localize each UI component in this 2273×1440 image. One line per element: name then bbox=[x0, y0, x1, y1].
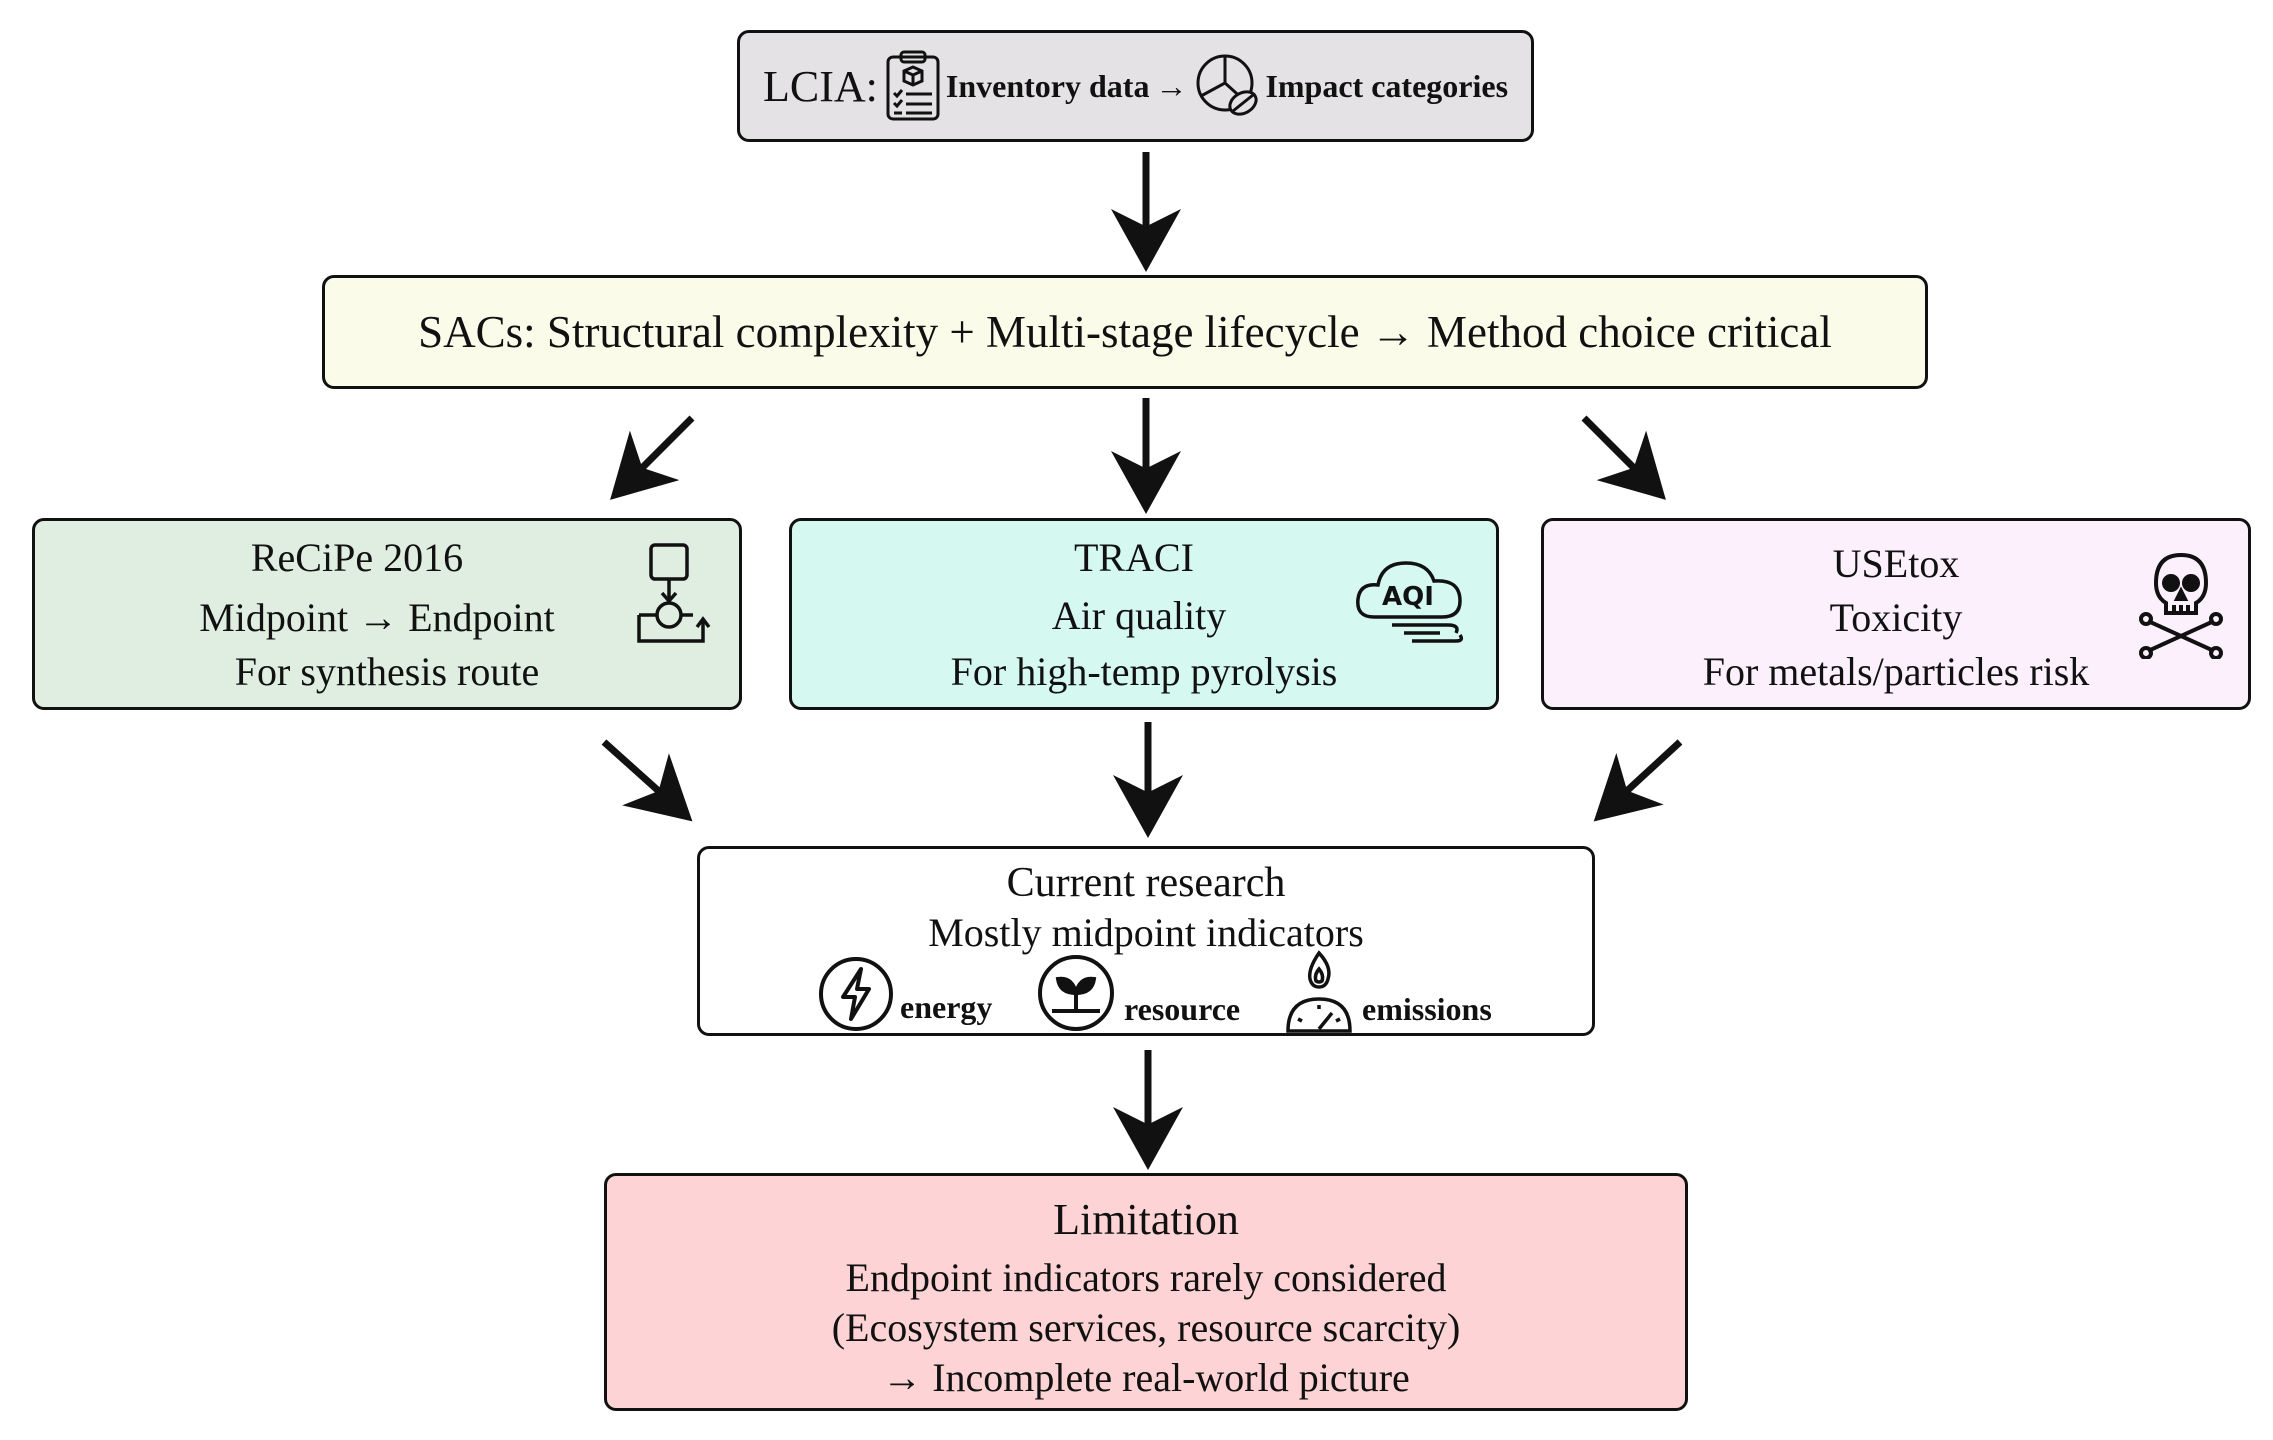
current-title: Current research bbox=[1006, 860, 1286, 906]
current-research-box: Current research Mostly midpoint indicat… bbox=[697, 846, 1595, 1036]
traci-line2: Air quality bbox=[1051, 593, 1227, 638]
inventory-label: Inventory data bbox=[945, 67, 1150, 104]
lightning-icon bbox=[817, 955, 895, 1038]
limitation-line2: (Ecosystem services, resource scarcity) bbox=[831, 1305, 1461, 1350]
energy-label: energy bbox=[900, 989, 993, 1025]
traci-box: TRACI Air quality For high-temp pyrolysi… bbox=[789, 518, 1499, 710]
limitation-line3: → Incomplete real-world picture bbox=[882, 1355, 1410, 1400]
arrow-recipe-to-current bbox=[601, 739, 693, 822]
recipe-box: ReCiPe 2016 Midpoint → Endpoint For synt… bbox=[32, 518, 742, 710]
limitation-box: Limitation Endpoint indicators rarely co… bbox=[604, 1173, 1688, 1411]
sprout-icon bbox=[1036, 953, 1116, 1038]
emissions-label: emissions bbox=[1362, 991, 1492, 1027]
arrow-sacs-to-recipe bbox=[610, 415, 695, 500]
flame-gauge-icon bbox=[1284, 949, 1354, 1040]
usetox-title: USEtox bbox=[1832, 541, 1960, 586]
traci-title: TRACI bbox=[1074, 535, 1194, 580]
pie-leaf-icon bbox=[1193, 51, 1263, 121]
aqi-cloud-icon: AQI bbox=[1352, 551, 1472, 656]
usetox-line2: Toxicity bbox=[1829, 595, 1963, 640]
usetox-line3: For metals/particles risk bbox=[1702, 649, 2090, 694]
skull-crossbones-icon bbox=[2136, 549, 2226, 664]
arrow-sacs-to-usetox bbox=[1581, 415, 1666, 500]
recipe-line2: Midpoint → Endpoint bbox=[199, 595, 555, 640]
lcia-arrow: → bbox=[1155, 67, 1188, 104]
clipboard-box-icon bbox=[884, 49, 942, 123]
recipe-line3: For synthesis route bbox=[234, 649, 540, 694]
impact-label: Impact categories bbox=[1265, 67, 1509, 104]
sacs-box: SACs: Structural complexity + Multi-stag… bbox=[322, 275, 1928, 389]
limitation-title: Limitation bbox=[1053, 1195, 1239, 1244]
current-subtitle: Mostly midpoint indicators bbox=[928, 910, 1364, 955]
resource-label: resource bbox=[1124, 991, 1241, 1027]
traci-line3: For high-temp pyrolysis bbox=[950, 649, 1338, 694]
usetox-box: USEtox Toxicity For metals/particles ris… bbox=[1541, 518, 2251, 710]
aqi-text: AQI bbox=[1382, 582, 1434, 612]
process-flow-icon bbox=[635, 541, 715, 656]
limitation-line1: Endpoint indicators rarely considered bbox=[845, 1255, 1447, 1300]
lcia-box: LCIA: Inventory data → Impact ca bbox=[737, 30, 1534, 142]
arrow-usetox-to-current bbox=[1593, 739, 1683, 822]
recipe-title: ReCiPe 2016 bbox=[250, 535, 464, 580]
lcia-prefix: LCIA: bbox=[762, 61, 878, 111]
sacs-text: SACs: Structural complexity + Multi-stag… bbox=[418, 307, 1832, 357]
